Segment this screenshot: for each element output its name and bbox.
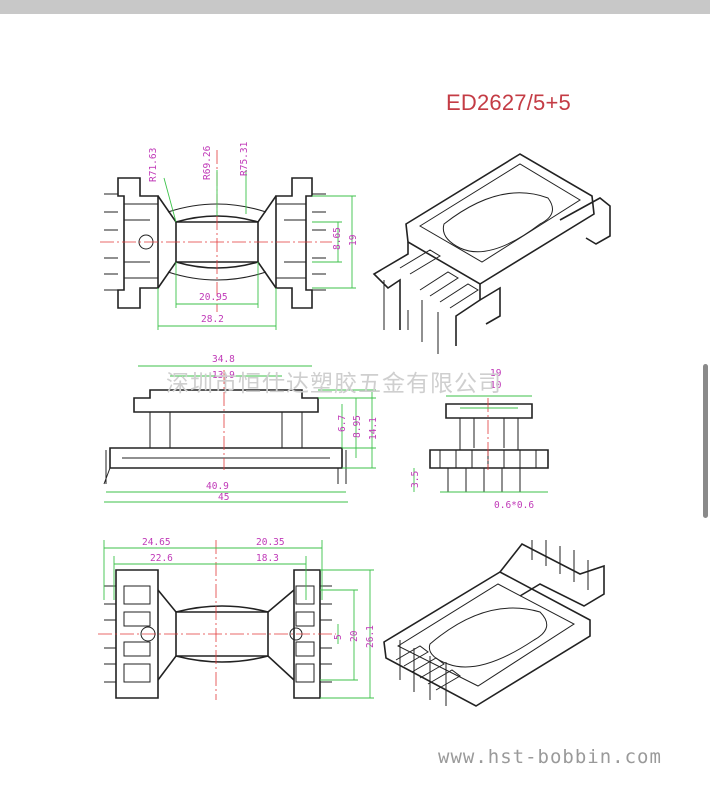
bottom-width-1: 24.65 [142, 537, 171, 548]
scrollbar[interactable] [703, 364, 708, 518]
bottom-width-4: 18.3 [256, 553, 279, 564]
part-number-title: ED2627/5+5 [446, 90, 571, 115]
front-width-4: 45 [218, 492, 229, 503]
bottom-height-2: 20 [349, 630, 360, 642]
radius-label-1: R71.63 [148, 148, 159, 182]
pin-size: 0.6*0.6 [494, 500, 534, 511]
pin-height: 3.5 [410, 471, 421, 488]
website-watermark: www.hst-bobbin.com [438, 746, 662, 768]
front-width-2: 13.9 [212, 370, 235, 381]
bottom-view: 24.65 20.35 22.6 18.3 5 20 26.1 [98, 537, 376, 700]
radius-label-3: R75.31 [239, 141, 250, 176]
bottom-height-1: 5 [333, 634, 344, 640]
bottom-height-3: 26.1 [365, 625, 376, 648]
front-height-3: 14.1 [368, 417, 379, 440]
top-height-inner: 8.65 [332, 227, 343, 250]
side-width-19: 19 [490, 368, 502, 379]
bottom-width-2: 20.35 [256, 537, 285, 548]
front-width-1: 34.8 [212, 354, 235, 365]
isometric-view-top [372, 153, 611, 354]
front-height-1: 6.7 [337, 415, 348, 432]
isometric-view-bottom [383, 540, 605, 707]
company-watermark: 深圳市恒仕达塑胶五金有限公司 [166, 371, 502, 397]
radius-label-2: R69.26 [202, 145, 213, 180]
top-bar [0, 0, 710, 14]
front-height-2: 8.95 [352, 415, 363, 438]
side-width-10: 10 [490, 380, 502, 391]
top-width-outer: 28.2 [201, 314, 224, 325]
front-view: 34.8 13.9 40.9 45 6.7 8.95 14.1 [103, 354, 379, 503]
bottom-width-3: 22.6 [150, 553, 173, 564]
top-view: 20.95 28.2 8.65 19 R71.63 R69.26 R75.31 [100, 141, 359, 330]
top-height-outer: 19 [348, 234, 359, 246]
front-width-3: 40.9 [206, 481, 229, 492]
top-width-inner: 20.95 [199, 292, 228, 303]
side-view: 19 10 3.5 0.6*0.6 [410, 368, 549, 511]
